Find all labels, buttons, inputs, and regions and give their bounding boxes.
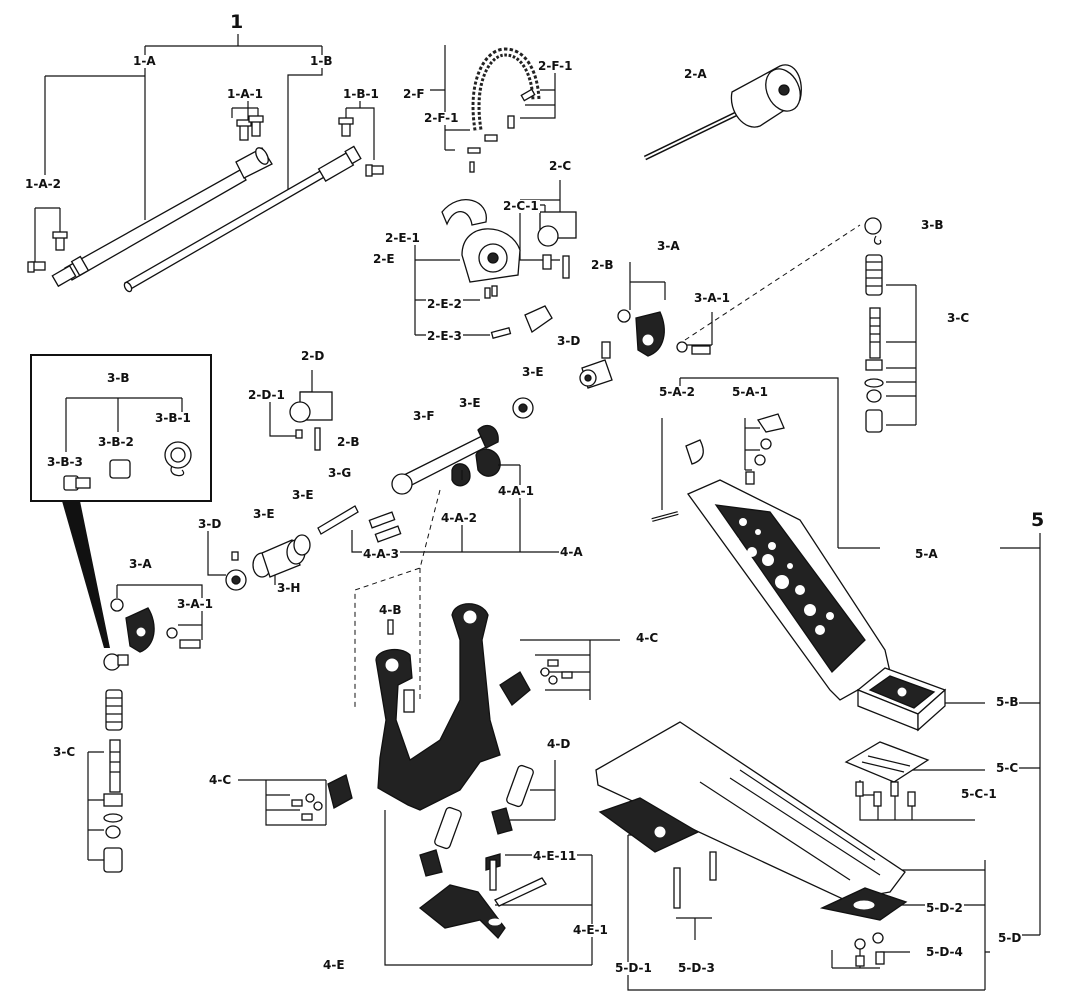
label-3-e-mid: 3-E bbox=[458, 396, 482, 410]
label-2-d: 2-D bbox=[300, 349, 326, 363]
inset-label-3-b-2: 3-B-2 bbox=[97, 435, 135, 449]
label-3-d-lower: 3-D bbox=[197, 517, 223, 531]
inset-label-3-b: 3-B bbox=[106, 371, 131, 385]
cam-parts bbox=[414, 180, 577, 340]
label-5-c-1: 5-C-1 bbox=[960, 787, 998, 801]
inset-label-3-b-3: 3-B-3 bbox=[46, 455, 84, 469]
label-3-b: 3-B bbox=[920, 218, 945, 232]
label-1-b: 1-B bbox=[309, 54, 334, 68]
clamp-lower-parts bbox=[238, 774, 353, 826]
label-1-b-1: 1-B-1 bbox=[342, 87, 380, 101]
spring-right-parts bbox=[864, 217, 917, 433]
label-3-e-lower-right: 3-E bbox=[291, 488, 315, 502]
label-4-a-1: 4-A-1 bbox=[497, 484, 535, 498]
beater-part bbox=[643, 64, 802, 161]
label-3-e-lower-left: 3-E bbox=[252, 507, 276, 521]
chain-parts bbox=[430, 45, 556, 173]
footboard-parts bbox=[651, 377, 891, 701]
group-4-leaders bbox=[351, 464, 560, 710]
label-5-c: 5-C bbox=[995, 761, 1020, 775]
hinge-lower-left-parts bbox=[103, 584, 203, 671]
label-3-g: 3-G bbox=[327, 466, 353, 480]
heel-pad-part bbox=[856, 667, 947, 732]
hinge-upper-parts bbox=[579, 224, 861, 389]
label-3-a-1-lower: 3-A-1 bbox=[176, 597, 214, 611]
label-5-b: 5-B bbox=[995, 695, 1020, 709]
label-2-e: 2-E bbox=[372, 252, 396, 266]
label-1-a-1: 1-A-1 bbox=[226, 87, 264, 101]
label-2-e-3: 2-E-3 bbox=[426, 329, 463, 343]
baseplate-part bbox=[595, 721, 908, 967]
label-4-d: 4-D bbox=[546, 737, 572, 751]
spring-assembly-parts bbox=[419, 760, 556, 877]
label-3-f: 3-F bbox=[412, 409, 436, 423]
label-4-e-1: 4-E-1 bbox=[572, 923, 609, 937]
label-2-e-1: 2-E-1 bbox=[384, 231, 421, 245]
label-2-f: 2-F bbox=[402, 87, 426, 101]
label-5-a-2: 5-A-2 bbox=[658, 385, 696, 399]
label-3-c-left: 3-C bbox=[52, 745, 77, 759]
label-5-a: 5-A bbox=[914, 547, 939, 561]
pedal-frame-part bbox=[375, 603, 501, 811]
group-5-label: 5 bbox=[1030, 509, 1046, 531]
group-1-leaders bbox=[34, 34, 375, 262]
label-5-d-2: 5-D-2 bbox=[925, 901, 964, 915]
clamp-upper-parts bbox=[499, 639, 620, 706]
label-5-d: 5-D bbox=[997, 931, 1023, 945]
spring-left-parts bbox=[87, 689, 123, 873]
label-3-e-upper: 3-E bbox=[521, 365, 545, 379]
label-4-a: 4-A bbox=[559, 545, 584, 559]
label-4-c-upper: 4-C bbox=[635, 631, 660, 645]
label-2-c-1: 2-C-1 bbox=[502, 199, 540, 213]
hinge-left-parts bbox=[207, 370, 534, 591]
label-2-b-lower: 2-B bbox=[336, 435, 361, 449]
group-1-label: 1 bbox=[229, 11, 245, 33]
label-3-a-lower: 3-A bbox=[128, 557, 153, 571]
label-1-a: 1-A bbox=[132, 54, 157, 68]
label-3-a-upper: 3-A bbox=[656, 239, 681, 253]
label-4-b: 4-B bbox=[378, 603, 403, 617]
beater-shaft-parts bbox=[27, 115, 384, 293]
label-2-a: 2-A bbox=[683, 67, 708, 81]
label-2-d-1: 2-D-1 bbox=[247, 388, 286, 402]
label-2-e-2: 2-E-2 bbox=[426, 297, 463, 311]
label-4-a-3: 4-A-3 bbox=[362, 547, 400, 561]
label-2-b-upper: 2-B bbox=[590, 258, 615, 272]
label-3-d-upper: 3-D bbox=[556, 334, 582, 348]
label-5-d-3: 5-D-3 bbox=[677, 961, 716, 975]
label-2-f-1-left: 2-F-1 bbox=[423, 111, 460, 125]
label-3-h: 3-H bbox=[276, 581, 302, 595]
label-3-c-right: 3-C bbox=[946, 311, 971, 325]
label-4-e-11: 4-E-11 bbox=[532, 849, 578, 863]
spur-parts bbox=[384, 810, 593, 966]
label-5-d-1: 5-D-1 bbox=[614, 961, 653, 975]
hinge-plate-part bbox=[844, 741, 930, 807]
label-1-a-2: 1-A-2 bbox=[24, 177, 62, 191]
label-2-f-1-right: 2-F-1 bbox=[537, 59, 574, 73]
label-5-a-1: 5-A-1 bbox=[731, 385, 769, 399]
inset-label-3-b-1: 3-B-1 bbox=[154, 411, 192, 425]
label-5-d-4: 5-D-4 bbox=[925, 945, 964, 959]
label-3-a-1-upper: 3-A-1 bbox=[693, 291, 731, 305]
label-4-a-2: 4-A-2 bbox=[440, 511, 478, 525]
label-4-e: 4-E bbox=[322, 958, 346, 972]
label-2-c: 2-C bbox=[548, 159, 573, 173]
label-4-c-lower: 4-C bbox=[208, 773, 233, 787]
